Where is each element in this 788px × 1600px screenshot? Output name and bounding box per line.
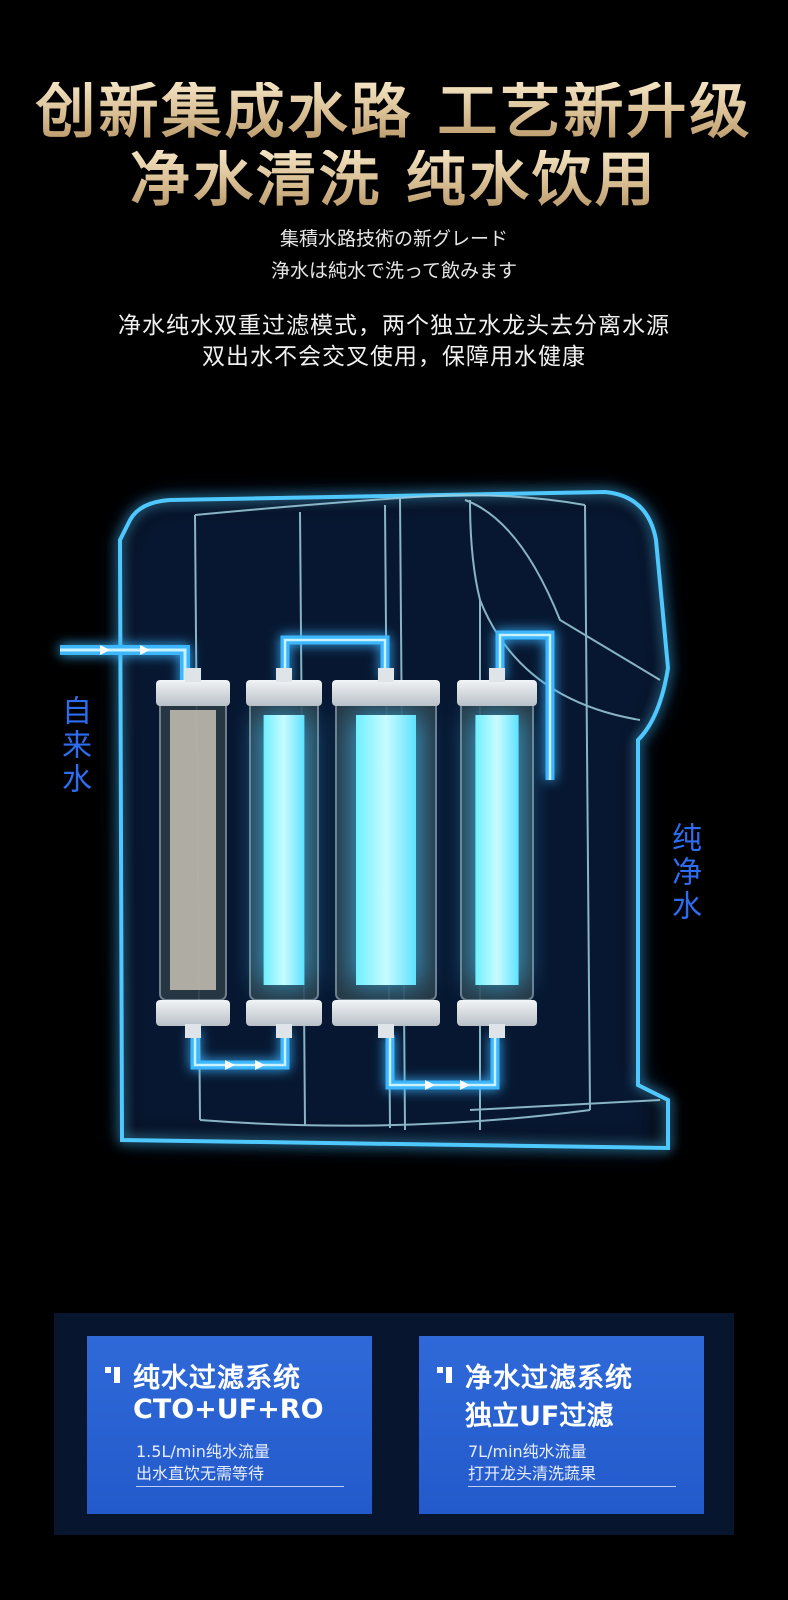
filter-cartridges bbox=[156, 668, 537, 1038]
tap-water-label: 自来水 bbox=[56, 695, 91, 797]
filter-cartridge bbox=[246, 668, 322, 1038]
card-spec-line: 打开龙头清洗蔬果 bbox=[468, 1464, 597, 1483]
card-title: 净水过滤系统 bbox=[465, 1363, 633, 1394]
card-divider bbox=[468, 1486, 676, 1487]
card-spec-line: 1.5L/min纯水流量 bbox=[136, 1442, 270, 1461]
bullet-icon bbox=[437, 1366, 459, 1385]
japanese-subtitle-1: 集積水路技術の新グレード bbox=[279, 228, 508, 250]
card-spec-line: 7L/min纯水流量 bbox=[468, 1442, 587, 1461]
card-divider bbox=[136, 1486, 344, 1487]
description-line-1: 净水纯水双重过滤模式，两个独立水龙头去分离水源 bbox=[118, 313, 670, 339]
clean-water-system-card: 净水过滤系统 独立UF过滤 7L/min纯水流量 打开龙头清洗蔬果 bbox=[419, 1336, 704, 1514]
card-spec-line: 出水直饮无需等待 bbox=[136, 1464, 265, 1483]
headline-line-1: 创新集成水路 工艺新升级 bbox=[0, 82, 788, 142]
card-title: 纯水过滤系统 bbox=[133, 1363, 301, 1394]
purifier-shell bbox=[117, 489, 671, 1151]
description-line-2: 双出水不会交叉使用，保障用水健康 bbox=[202, 344, 586, 370]
water-purifier-diagram bbox=[60, 489, 671, 1151]
filter-cartridge bbox=[457, 668, 537, 1038]
filter-cartridge bbox=[332, 668, 440, 1038]
card-subtitle: 独立UF过滤 bbox=[465, 1401, 614, 1432]
headline-line-2: 净水清洗 纯水饮用 bbox=[0, 150, 788, 210]
filter-cartridge bbox=[156, 668, 230, 1038]
bullet-icon bbox=[105, 1366, 127, 1385]
pure-water-label: 纯净水 bbox=[666, 822, 701, 924]
japanese-subtitle-2: 浄水は純水で洗って飲みます bbox=[270, 260, 518, 282]
pure-water-system-card: 纯水过滤系统 CTO+UF+RO 1.5L/min纯水流量 出水直饮无需等待 bbox=[87, 1336, 372, 1514]
card-subtitle: CTO+UF+RO bbox=[133, 1394, 324, 1425]
